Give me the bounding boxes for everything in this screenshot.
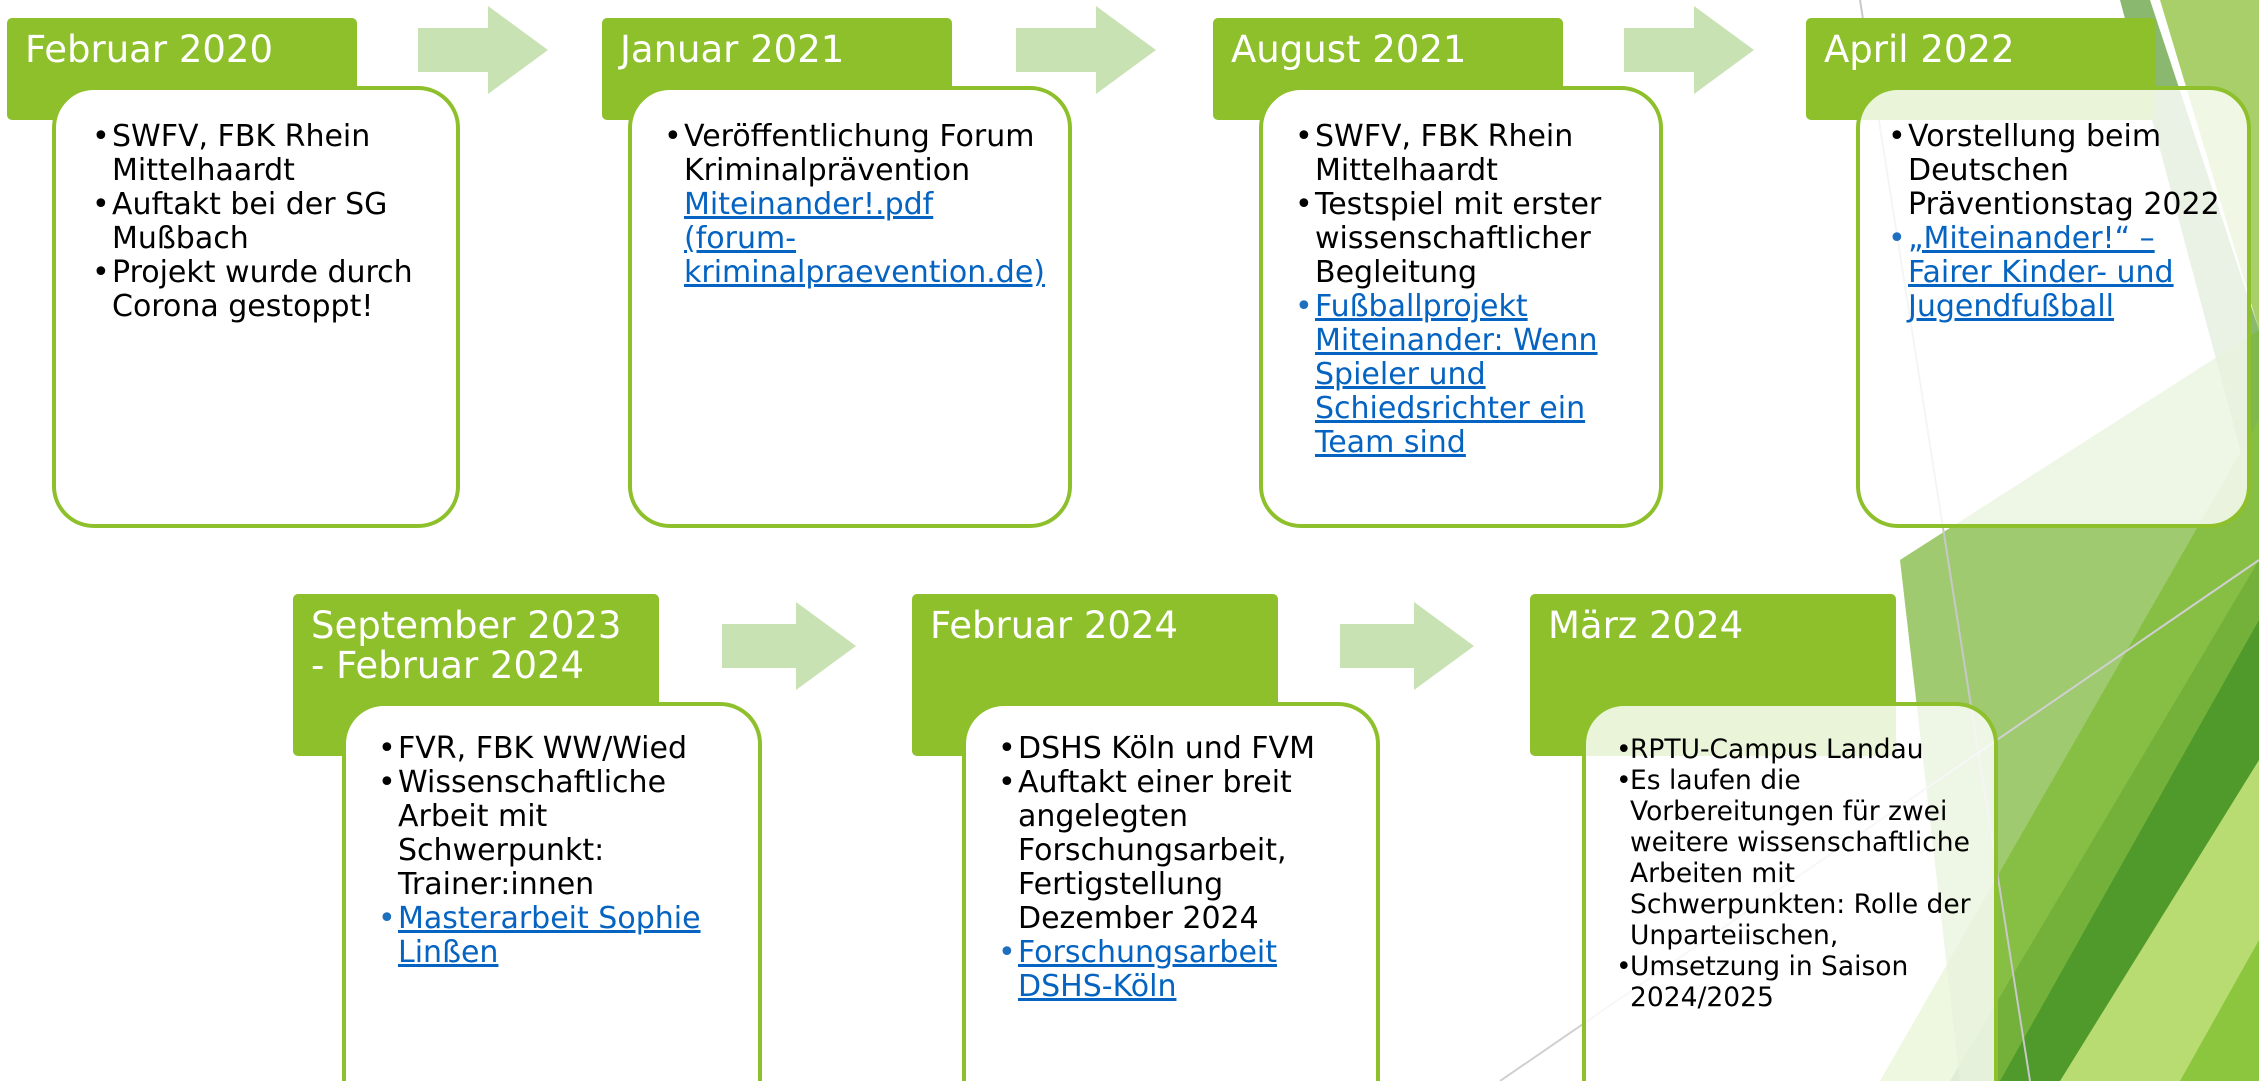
card-item-text: Veröffentlichung Forum Kriminalpräventio…	[684, 119, 1035, 188]
card-item: Forschungsarbeit DSHS-Köln	[998, 936, 1352, 1004]
card-item: Wissenschaftliche Arbeit mit Schwerpunkt…	[378, 766, 734, 902]
step-card: SWFV, FBK Rhein Mittelhaardt Auftakt bei…	[52, 86, 460, 528]
card-item: Auftakt einer breit angelegten Forschung…	[998, 766, 1352, 936]
miteinander-link[interactable]: „Miteinander!“ – Fairer Kinder- und Juge…	[1908, 221, 2174, 324]
step-card: DSHS Köln und FVM Auftakt einer breit an…	[962, 702, 1380, 1081]
card-item: Veröffentlichung Forum Kriminalpräventio…	[664, 119, 1045, 290]
card-item: Auftakt bei der SG Mußbach	[92, 188, 430, 256]
step-card: Vorstellung beim Deutschen Präventionsta…	[1856, 86, 2251, 528]
step-card: RPTU-Campus Landau Es laufen die Vorbere…	[1582, 702, 1998, 1081]
forum-link[interactable]: Miteinander!.pdf (forum-kriminalpraevent…	[684, 187, 1045, 290]
arrow-5	[1340, 602, 1474, 690]
card-item: RPTU-Campus Landau	[1616, 734, 1974, 765]
card-item: FVR, FBK WW/Wied	[378, 732, 734, 767]
step-card: FVR, FBK WW/Wied Wissenschaftliche Arbei…	[342, 702, 762, 1081]
step-card: SWFV, FBK Rhein Mittelhaardt Testspiel m…	[1259, 86, 1663, 528]
card-item: Es laufen die Vorbereitungen für zwei we…	[1616, 765, 1974, 951]
card-item: Umsetzung in Saison 2024/2025	[1616, 951, 1974, 1013]
card-item: Testspiel mit erster wissenschaftlicher …	[1295, 188, 1635, 290]
card-item: DSHS Köln und FVM	[998, 732, 1352, 767]
fussballprojekt-link[interactable]: Fußballprojekt Miteinander: Wenn Spieler…	[1315, 289, 1598, 460]
card-item: Masterarbeit Sophie Linßen	[378, 902, 734, 970]
arrow-1	[418, 6, 548, 94]
masterarbeit-link[interactable]: Masterarbeit Sophie Linßen	[398, 901, 701, 970]
arrow-4	[722, 602, 856, 690]
card-item: Vorstellung beim Deutschen Präventionsta…	[1888, 120, 2223, 222]
step-card: Veröffentlichung Forum Kriminalpräventio…	[628, 86, 1072, 528]
arrow-2	[1016, 6, 1156, 94]
card-item: Fußballprojekt Miteinander: Wenn Spieler…	[1295, 290, 1635, 460]
card-item: „Miteinander!“ – Fairer Kinder- und Juge…	[1888, 222, 2223, 324]
arrow-3	[1624, 6, 1754, 94]
card-item: SWFV, FBK Rhein Mittelhaardt	[1295, 120, 1635, 188]
forschungsarbeit-link[interactable]: Forschungsarbeit DSHS-Köln	[1018, 935, 1278, 1004]
card-item: SWFV, FBK Rhein Mittelhaardt	[92, 120, 430, 188]
card-item: Projekt wurde durch Corona gestoppt!	[92, 256, 430, 324]
